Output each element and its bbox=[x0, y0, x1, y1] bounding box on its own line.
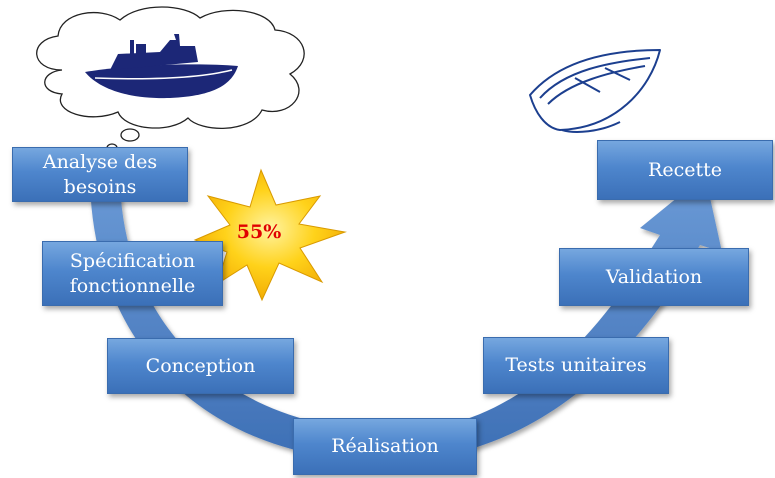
stage-specification-fonctionnelle: Spécification fonctionnelle bbox=[42, 241, 223, 306]
starburst-percentage-label: 55% bbox=[236, 221, 282, 243]
dark-boat-icon bbox=[85, 34, 238, 99]
starburst-icon bbox=[193, 168, 347, 302]
rowboat-icon bbox=[529, 49, 661, 133]
stage-realisation: Réalisation bbox=[293, 418, 477, 475]
stage-recette: Recette bbox=[597, 140, 773, 200]
stage-validation: Validation bbox=[559, 248, 749, 306]
stage-analyse-des-besoins: Analyse des besoins bbox=[12, 147, 188, 202]
stage-conception: Conception bbox=[107, 338, 294, 394]
stage-tests-unitaires: Tests unitaires bbox=[483, 337, 669, 394]
